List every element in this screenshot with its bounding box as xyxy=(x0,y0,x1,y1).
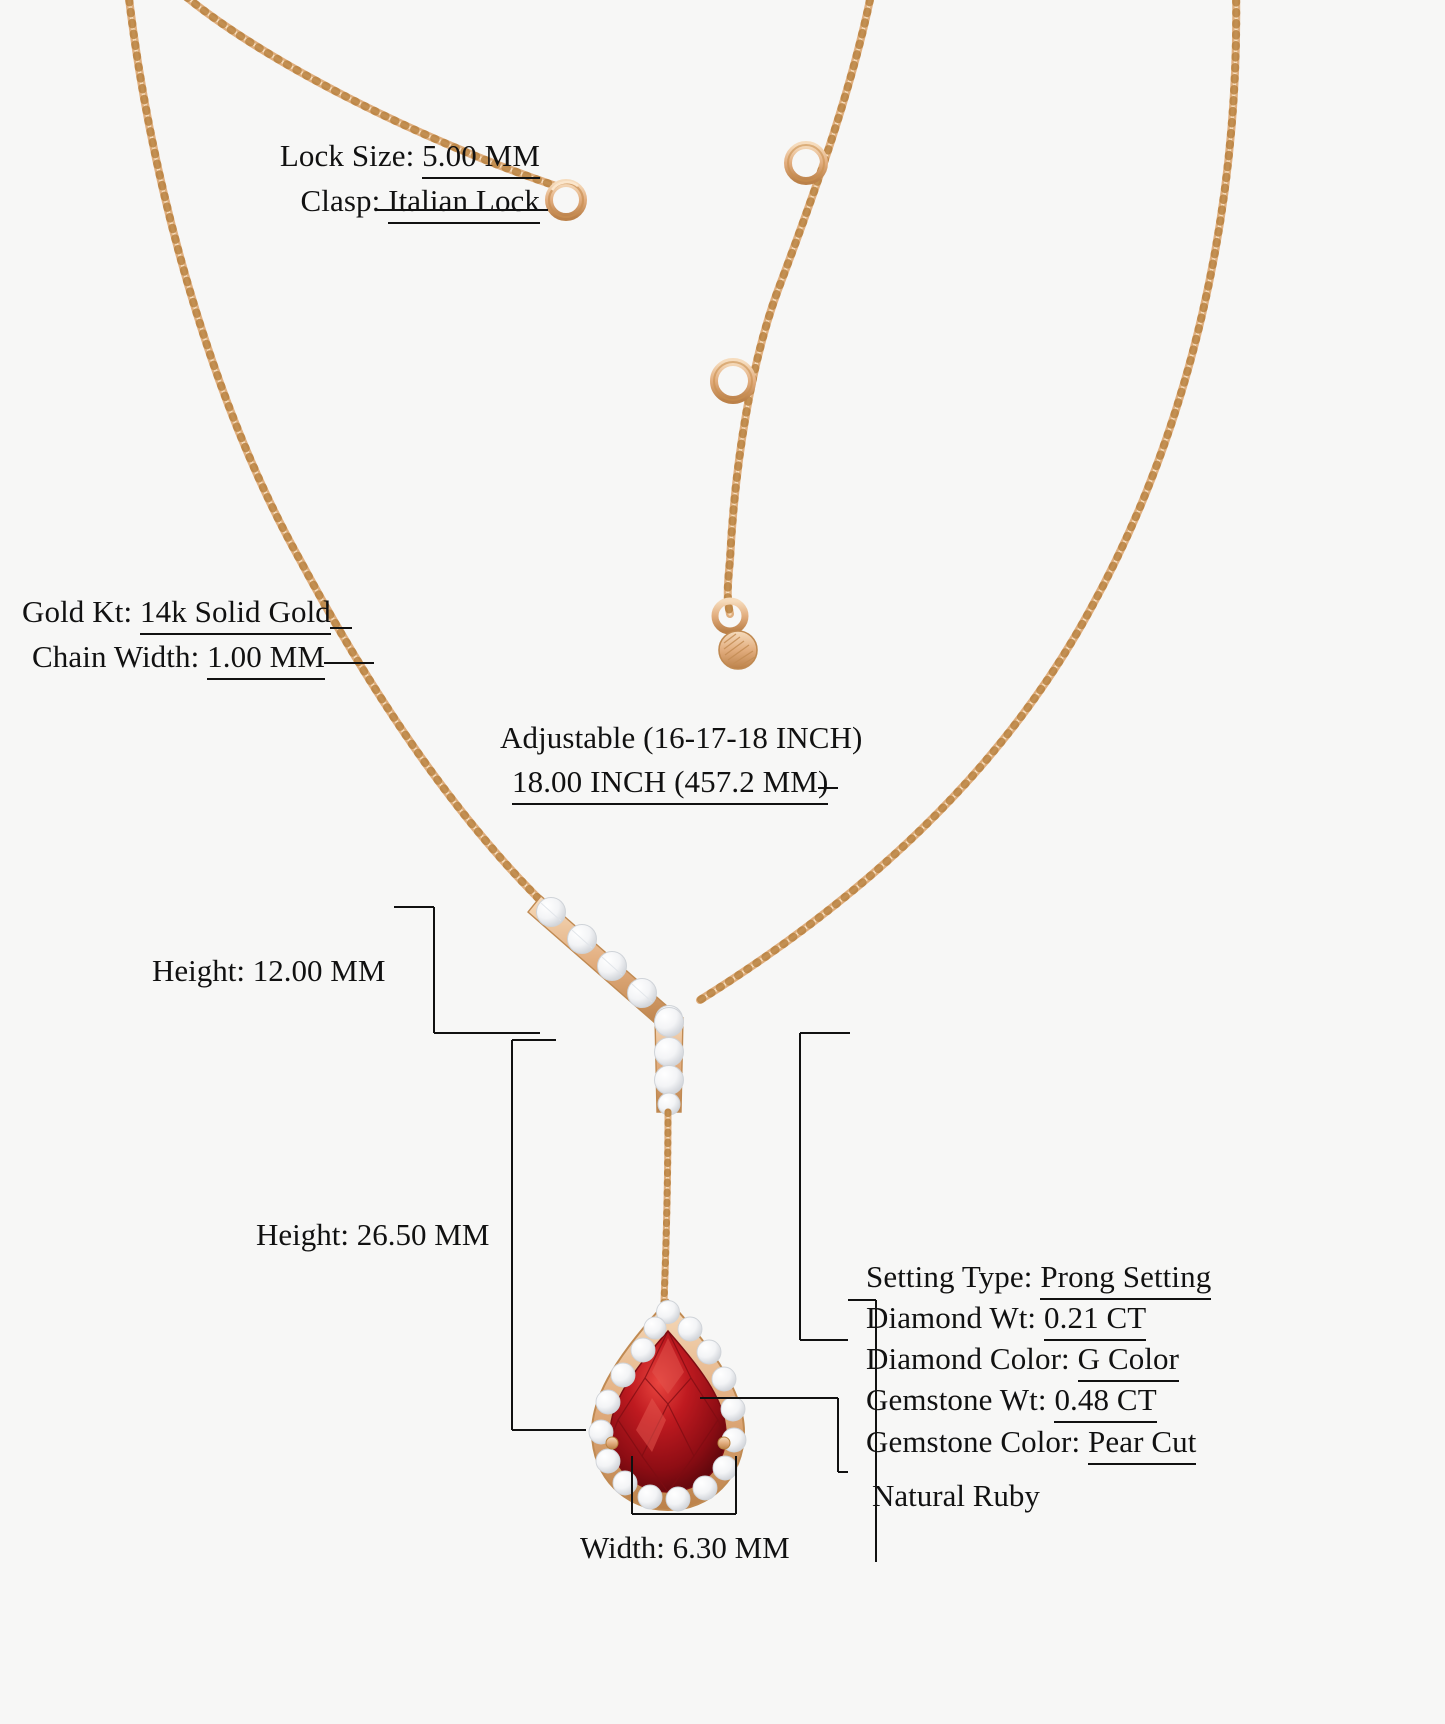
gemstone-color-annotation: Gemstone Color: Pear Cut xyxy=(866,1424,1197,1465)
setting-type-label: Setting Type: xyxy=(866,1259,1033,1294)
height-bar-label: Height: xyxy=(152,953,245,988)
diamond-color-value: G Color xyxy=(1077,1341,1180,1382)
adjustable-annotation-line1: Adjustable (16-17-18 INCH) xyxy=(500,722,862,753)
chain-clasp-strand xyxy=(183,0,560,190)
lock-size-label: Lock Size: xyxy=(279,138,415,173)
setting-type-value: Prong Setting xyxy=(1040,1259,1212,1300)
diamond-color-annotation: Diamond Color: G Color xyxy=(866,1341,1180,1382)
clasp-value: Italian Lock xyxy=(388,183,540,224)
diamond-wt-value: 0.21 CT xyxy=(1044,1300,1147,1341)
height-drop-value: 26.50 MM xyxy=(356,1217,490,1252)
pear-ruby-halo-pendant xyxy=(588,1298,747,1512)
chain-width-label: Chain Width: xyxy=(32,639,200,674)
italian-lock-clasp-icon xyxy=(545,179,587,221)
height-bar-annotation: Height: 12.00 MM xyxy=(152,953,385,989)
jump-ring-icon xyxy=(711,597,749,635)
stone-name-value: Natural Ruby xyxy=(872,1478,1040,1513)
diamond-bar-icon xyxy=(527,894,683,1033)
chain-right xyxy=(696,0,1241,1004)
width-annotation: Width: 6.30 MM xyxy=(580,1530,790,1566)
clasp-annotation: Clasp: Italian Lock xyxy=(180,183,540,224)
drop-chain xyxy=(660,1108,672,1306)
chain-width-annotation: Chain Width: 1.00 MM xyxy=(32,639,325,680)
diamond-bar-vertical-icon xyxy=(654,1007,684,1116)
lock-size-annotation: Lock Size: 5.00 MM xyxy=(180,138,540,179)
gold-kt-annotation: Gold Kt: 14k Solid Gold xyxy=(22,594,331,635)
gold-kt-value: 14k Solid Gold xyxy=(140,594,331,635)
height-drop-annotation: Height: 26.50 MM xyxy=(256,1217,489,1253)
clasp-label: Clasp: xyxy=(300,183,381,218)
chain-width-value: 1.00 MM xyxy=(207,639,325,680)
jump-ring-icon xyxy=(784,141,828,185)
gemstone-color-value: Pear Cut xyxy=(1088,1424,1197,1465)
width-label: Width: xyxy=(580,1530,665,1565)
extender-chain xyxy=(723,0,874,618)
jump-ring-icon xyxy=(710,358,756,404)
gold-disc-charm-icon xyxy=(718,630,758,670)
diamond-color-label: Diamond Color: xyxy=(866,1341,1070,1376)
gemstone-wt-annotation: Gemstone Wt: 0.48 CT xyxy=(866,1382,1157,1423)
leader-lines xyxy=(324,208,878,1562)
height-drop-label: Height: xyxy=(256,1217,349,1252)
diamond-wt-annotation: Diamond Wt: 0.21 CT xyxy=(866,1300,1147,1341)
setting-type-annotation: Setting Type: Prong Setting xyxy=(866,1259,1212,1300)
adjustable-annotation-line2: 18.00 INCH (457.2 MM) xyxy=(512,764,829,805)
chain-left xyxy=(125,0,544,904)
stone-name-annotation: Natural Ruby xyxy=(872,1478,1040,1514)
adjustable-length: 18.00 INCH (457.2 MM) xyxy=(512,764,829,805)
gold-kt-label: Gold Kt: xyxy=(22,594,133,629)
width-value: 6.30 MM xyxy=(672,1530,790,1565)
adjustable-range: Adjustable (16-17-18 INCH) xyxy=(500,720,863,755)
gemstone-wt-label: Gemstone Wt: xyxy=(866,1382,1047,1417)
diamond-wt-label: Diamond Wt: xyxy=(866,1300,1037,1335)
gemstone-wt-value: 0.48 CT xyxy=(1054,1382,1157,1423)
gemstone-color-label: Gemstone Color: xyxy=(866,1424,1081,1459)
lock-size-value: 5.00 MM xyxy=(422,138,540,179)
height-bar-value: 12.00 MM xyxy=(252,953,386,988)
